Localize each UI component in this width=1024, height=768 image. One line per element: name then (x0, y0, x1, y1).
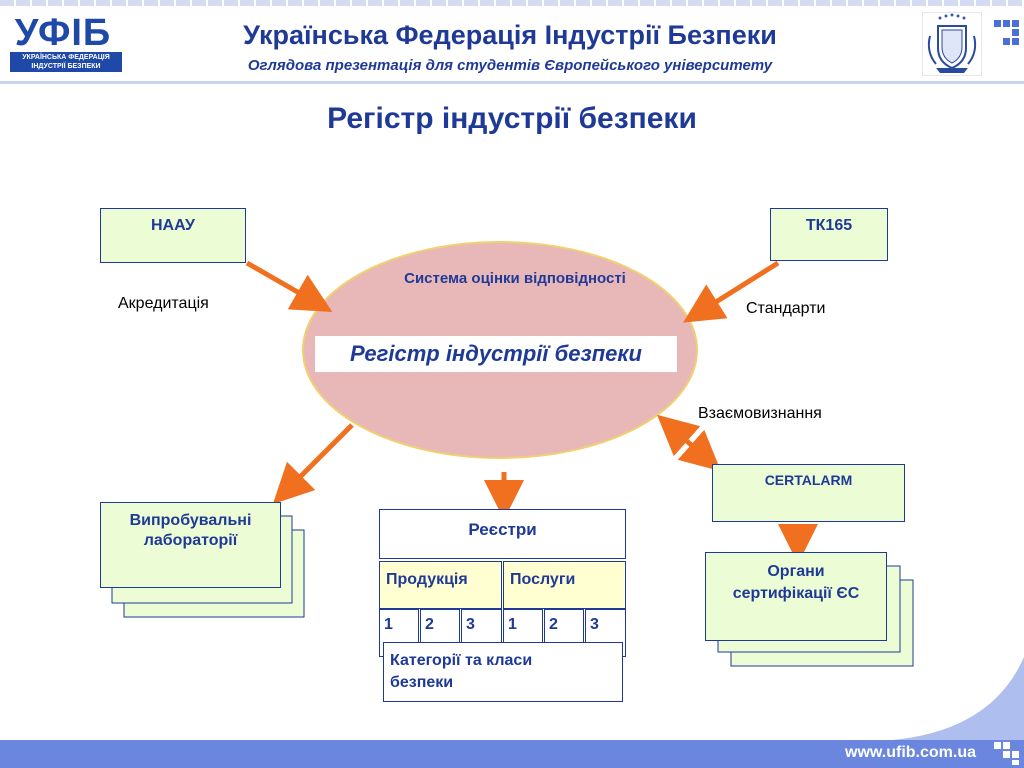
ellipse-main-label: Регістр індустрії безпеки (315, 336, 677, 372)
standards-label: Стандарти (746, 300, 826, 317)
products-label: Продукція (386, 571, 468, 588)
services-label: Послуги (510, 571, 576, 588)
arrow-tk165-to-system (683, 260, 780, 323)
naau-label: НААУ (150, 217, 195, 234)
services-cell: Послуги (503, 561, 626, 609)
slide-title: Регістр індустрії безпеки (327, 102, 697, 135)
university-crest-icon (922, 12, 982, 76)
categories-line-2: безпеки (390, 674, 454, 691)
registers-label: Реєстри (468, 520, 537, 539)
cert-bodies-line-2: сертифікації ЄС (732, 585, 860, 602)
mutual-recognition-label: Взаємовизнання (698, 405, 822, 422)
naau-box: НААУ (100, 208, 246, 263)
labs-box: Випробувальні лабораторії (100, 502, 281, 588)
categories-line-1: Категорії та класи (390, 652, 533, 669)
logo-subtitle-line-1: УКРАЇНСЬКА ФЕДЕРАЦІЯ (22, 54, 110, 61)
footer-corner-dots-icon (994, 742, 1019, 765)
certalarm-label: CERTALARM (764, 472, 853, 488)
footer-curve-decor (0, 657, 1024, 745)
labs-label-line-1: Випробувальні (129, 512, 252, 529)
categories-box: Категорії та класи безпеки (383, 642, 623, 702)
header-title: Українська Федерація Індустрії Безпеки (243, 20, 777, 50)
arrow-naau-to-system (245, 260, 333, 312)
certalarm-box: CERTALARM (712, 464, 905, 522)
corner-dots-icon (994, 20, 1019, 45)
logo-subtitle-line-2: ІНДУСТРІЇ БЕЗПЕКИ (31, 63, 101, 70)
logo-bar: УКРАЇНСЬКА ФЕДЕРАЦІЯ ІНДУСТРІЇ БЕЗПЕКИ (10, 52, 122, 72)
cert-bodies-box: Органи сертифікації ЄС (705, 552, 887, 641)
products-cell: Продукція (379, 561, 502, 609)
cert-bodies-line-1: Органи (767, 563, 825, 580)
top-decor-band (0, 0, 1024, 6)
labs-label-line-2: лабораторії (143, 532, 238, 549)
header-subtitle: Оглядова презентація для студентів Європ… (247, 57, 773, 74)
header-separator (0, 81, 1024, 84)
footer-url: www.ufib.com.ua (845, 744, 976, 761)
tk165-label: ТК165 (805, 217, 853, 234)
ellipse-heading: Система оцінки відповідності (404, 270, 626, 287)
ufib-logo: УФІБ УКРАЇНСЬКА ФЕДЕРАЦІЯ ІНДУСТРІЇ БЕЗП… (4, 12, 122, 74)
arrow-system-to-labs (272, 423, 354, 505)
tk165-box: ТК165 (770, 208, 888, 261)
footer-bar (0, 740, 1024, 768)
accreditation-label: Акредитація (118, 295, 209, 312)
arrow-mutual-recognition (657, 414, 721, 472)
registers-box: Реєстри (379, 509, 626, 559)
logo-text: УФІБ (14, 12, 112, 54)
